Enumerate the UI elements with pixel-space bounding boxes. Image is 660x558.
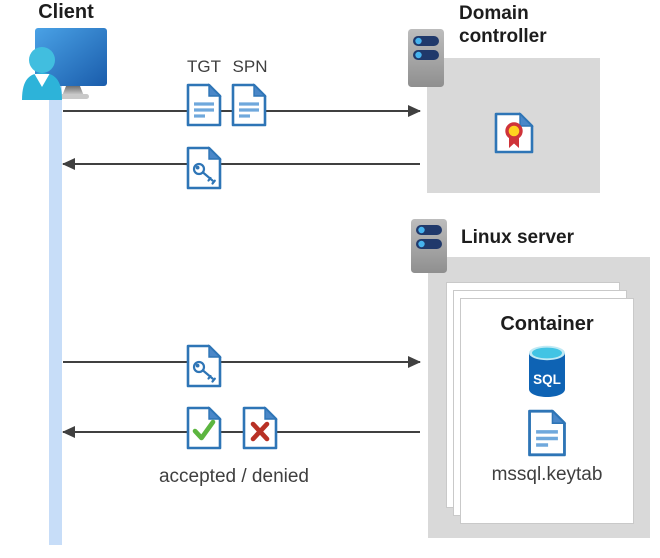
arrow-client-to-linux-server — [63, 356, 421, 368]
tgt-label: TGT — [187, 57, 221, 76]
accepted-denied-label: accepted / denied — [158, 466, 309, 487]
key-document-icon-linux-request — [186, 344, 222, 393]
arrow-domain-controller-to-client — [62, 158, 420, 170]
server-icon-linux — [410, 218, 448, 279]
client-lifeline — [49, 70, 62, 545]
keytab-filename-label: mssql.keytab — [491, 464, 603, 485]
spn-label: SPN — [232, 57, 268, 76]
denied-document-icon — [242, 406, 278, 455]
container-label: Container — [500, 313, 594, 335]
sql-badge-text: SQL — [533, 372, 561, 387]
ticket-document-icon-tgt — [186, 83, 222, 132]
certificate-icon — [494, 112, 534, 159]
ticket-document-icon-spn — [231, 83, 267, 132]
domain-controller-label: Domain controller — [459, 3, 547, 47]
key-document-icon-dc-reply — [186, 146, 222, 195]
client-user-monitor-icon — [18, 26, 108, 105]
client-label: Client — [38, 1, 94, 23]
sql-database-icon: SQL — [461, 344, 633, 403]
accepted-document-icon — [186, 406, 222, 455]
arrow-linux-server-to-client — [62, 426, 420, 438]
linux-server-label: Linux server — [461, 227, 574, 248]
container-card: Container SQL mssql.keytab — [460, 298, 634, 524]
keytab-document-icon — [461, 409, 633, 462]
server-icon-domain-controller — [407, 28, 445, 93]
